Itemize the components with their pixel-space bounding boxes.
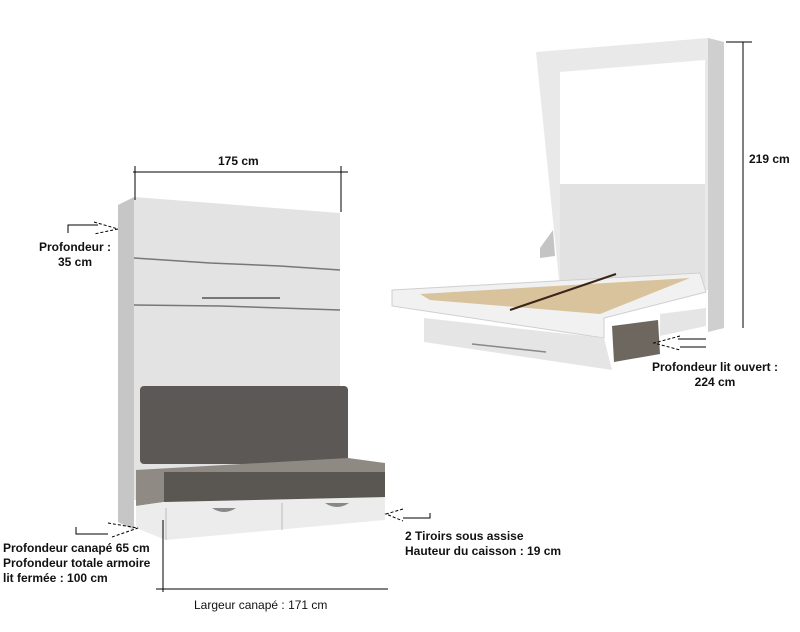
drawers-line1: 2 Tiroirs sous assise	[405, 529, 524, 543]
depth-label-line2: 35 cm	[57, 255, 93, 269]
open-wall-bed-illustration	[391, 38, 724, 370]
drawers-line2: Hauteur du caisson : 19 cm	[405, 544, 562, 558]
depth-label-line1: Profondeur :	[39, 240, 111, 254]
sofa-depth-line2: Profondeur totale armoire	[3, 556, 151, 570]
sofa-depth-line3: lit fermée : 100 cm	[3, 571, 108, 585]
width-label: 175 cm	[218, 154, 259, 168]
depth-label: Profondeur : 35 cm	[30, 240, 120, 270]
open-depth-line1: Profondeur lit ouvert :	[652, 360, 778, 374]
sofa-width-label: Largeur canapé : 171 cm	[194, 598, 328, 612]
open-depth-line2: 224 cm	[694, 375, 736, 389]
sofa-depth-label: Profondeur canapé 65 cm Profondeur total…	[3, 541, 150, 586]
drawers-label: 2 Tiroirs sous assise Hauteur du caisson…	[405, 529, 561, 559]
closed-wall-bed-illustration	[118, 197, 385, 540]
height-label: 219 cm	[749, 152, 790, 166]
open-depth-label: Profondeur lit ouvert : 224 cm	[640, 360, 790, 390]
sofa-depth-line1: Profondeur canapé 65 cm	[3, 541, 150, 555]
